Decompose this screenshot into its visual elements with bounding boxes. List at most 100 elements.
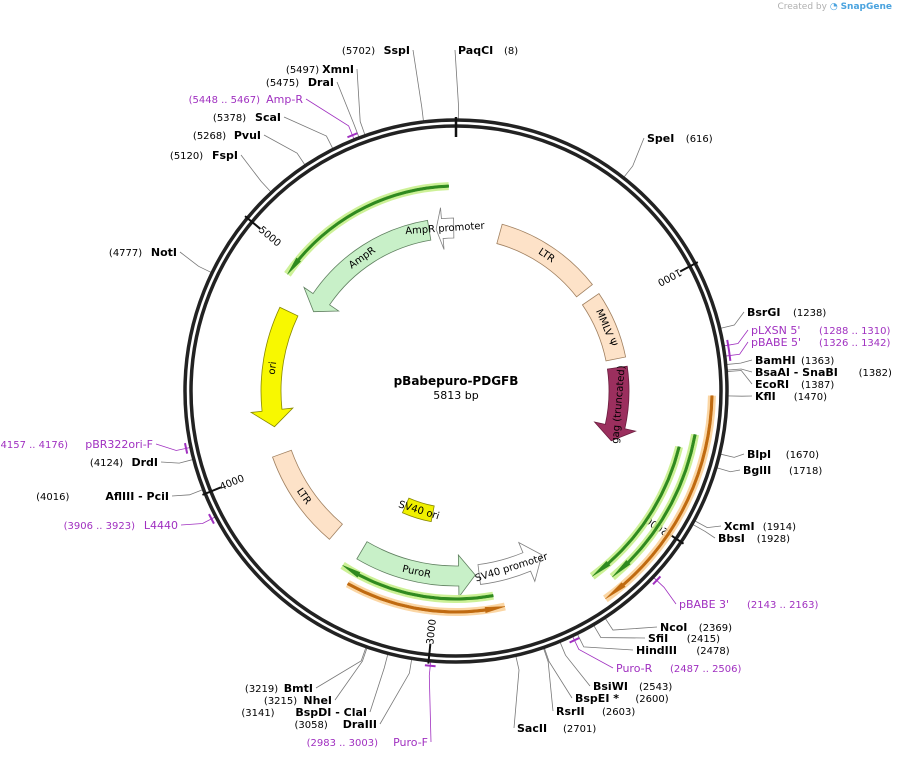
enzyme-pvui-position: (5268) <box>193 131 226 142</box>
primer-l4440[interactable]: L4440(3906 .. 3923) <box>64 519 178 532</box>
primer-puro-f-name: Puro-F <box>393 736 428 749</box>
leader-enzyme-bsiwi <box>559 640 591 687</box>
enzyme-noti-name: NotI <box>151 246 177 259</box>
leader-enzyme-sfii <box>592 623 646 639</box>
primer-pbabe-3[interactable]: pBABE 3'(2143 .. 2163) <box>679 598 819 611</box>
leader-enzyme-bmti <box>315 645 367 689</box>
feature-puror <box>356 541 476 599</box>
enzyme-sfii[interactable]: SfiI(2415) <box>648 632 720 645</box>
enzyme-drdi-position: (4124) <box>90 458 123 469</box>
enzyme-fspi-name: FspI <box>212 149 238 162</box>
enzyme-xmni-name: XmnI <box>322 63 354 76</box>
enzyme-kfli-position: (1470) <box>794 392 827 403</box>
enzyme-nhei-name: NheI <box>303 694 332 707</box>
enzyme-bsiwi[interactable]: BsiWI(2543) <box>593 680 672 693</box>
primer-plxsn-5-range: (1288 .. 1310) <box>819 326 891 337</box>
enzyme-bsrgi[interactable]: BsrGI(1238) <box>747 306 826 319</box>
tick-label-5000: 5000 <box>256 225 283 250</box>
orf-arrow-1 <box>612 434 697 578</box>
enzyme-bspdi-clai[interactable]: BspDI - ClaI(3141) <box>241 706 367 719</box>
primer-plxsn-5[interactable]: pLXSN 5'(1288 .. 1310) <box>751 324 891 337</box>
primer-amp-r[interactable]: Amp-R (5448 .. 5467) <box>189 93 304 106</box>
enzyme-drai-position: (5475) <box>266 78 299 89</box>
enzyme-paqci[interactable]: PaqCI(8) <box>458 44 518 57</box>
enzyme-xmni[interactable]: XmnI(5497) <box>286 63 354 76</box>
enzyme-hindiii[interactable]: HindIII (2478) <box>636 644 730 657</box>
orf-glow-1 <box>609 433 699 581</box>
enzyme-kfli[interactable]: KflI(1470) <box>755 390 827 403</box>
leader-enzyme-nhei <box>334 645 369 701</box>
enzyme-ncoi[interactable]: NcoI(2369) <box>660 621 732 634</box>
orf-arrow-0 <box>592 446 681 577</box>
enzyme-bsiwi-name: BsiWI <box>593 680 628 693</box>
leader-primer-puro-r <box>571 634 614 669</box>
enzyme-sspi-name: SspI <box>384 44 410 57</box>
leader-enzyme-fspi <box>240 154 273 194</box>
enzyme-bspei[interactable]: BspEI *(2600) <box>575 692 669 705</box>
leader-enzyme-bspdi-clai <box>369 652 389 713</box>
snapgene-logo-icon: ◔ <box>829 2 838 12</box>
enzyme-drai[interactable]: DraI(5475) <box>266 76 334 89</box>
enzyme-bamhi-position: (1363) <box>801 356 834 367</box>
enzyme-ncoi-name: NcoI <box>660 621 687 634</box>
primer-l4440-range: (3906 .. 3923) <box>64 521 136 532</box>
enzyme-fspi[interactable]: FspI(5120) <box>170 149 238 162</box>
leader-enzyme-bamhi <box>724 359 753 366</box>
enzyme-blpi-name: BlpI <box>747 448 771 461</box>
enzyme-sacii[interactable]: SacII(2701) <box>517 722 596 735</box>
enzyme-bbsi-name: BbsI <box>718 532 745 545</box>
feature-sv40-ori <box>401 497 435 523</box>
enzyme-noti-position: (4777) <box>109 248 142 259</box>
leader-enzyme-paqci <box>454 49 459 122</box>
enzyme-draiii[interactable]: DraIII(3058) <box>295 718 377 731</box>
primer-puro-r[interactable]: Puro-R(2487 .. 2506) <box>616 662 742 675</box>
enzyme-xcmi-name: XcmI <box>724 520 755 533</box>
enzyme-blpi[interactable]: BlpI(1670) <box>747 448 819 461</box>
enzyme-bamhi-name: BamHI <box>755 354 796 367</box>
leader-primer-pbabe-3 <box>652 576 677 605</box>
enzyme-bglii[interactable]: BglII(1718) <box>743 464 822 477</box>
leader-enzyme-sspi <box>412 49 425 123</box>
primer-puro-f[interactable]: Puro-F(2983 .. 3003) <box>307 736 428 749</box>
enzyme-spei[interactable]: SpeI(616) <box>647 132 713 145</box>
enzyme-pvui[interactable]: PvuI (5268) <box>193 129 261 142</box>
leader-enzyme-afliii-pcii <box>171 488 205 497</box>
enzyme-ecori[interactable]: EcoRI(1387) <box>755 378 834 391</box>
enzyme-noti[interactable]: NotI (4777) <box>109 246 177 259</box>
enzyme-ecori-position: (1387) <box>801 380 834 391</box>
enzyme-rsrii[interactable]: RsrII(2603) <box>556 705 635 718</box>
enzyme-bamhi[interactable]: BamHI (1363) <box>755 354 834 367</box>
primer-pbabe-5-name: pBABE 5' <box>751 336 801 349</box>
primer-pbabe-3-name: pBABE 3' <box>679 598 729 611</box>
enzyme-bmti[interactable]: BmtI(3219) <box>245 682 313 695</box>
leader-primer-amp-r <box>305 98 356 141</box>
leader-enzyme-pvui <box>263 134 307 167</box>
enzyme-bsaai-snabi[interactable]: BsaAI - SnaBI(1382) <box>755 366 892 379</box>
enzyme-afliii-pcii[interactable]: AflIII - PciI(4016) <box>36 490 169 503</box>
leader-primer-pbr322ori-f <box>155 443 192 451</box>
enzyme-nhei[interactable]: NheI (3215) <box>264 694 332 707</box>
primer-amp-r-name: Amp-R <box>266 93 303 106</box>
enzyme-pvui-name: PvuI <box>234 129 261 142</box>
leader-enzyme-xcmi <box>693 519 722 529</box>
feature-label-ampr-promoter: AmpR promoter <box>405 221 486 237</box>
feature-label-ori: ori <box>267 361 280 375</box>
enzyme-sspi[interactable]: SspI(5702) <box>342 44 410 57</box>
enzyme-bbsi[interactable]: BbsI(1928) <box>718 532 790 545</box>
enzyme-drdi[interactable]: DrdI(4124) <box>90 456 158 469</box>
leader-enzyme-ecori <box>725 370 753 385</box>
enzyme-scai[interactable]: ScaI(5378) <box>213 111 281 124</box>
primer-pbr322ori-f[interactable]: pBR322ori-F(4157 .. 4176) <box>0 438 153 451</box>
label-leaders <box>155 49 753 743</box>
tick-label-3000: 3000 <box>425 619 439 645</box>
enzyme-xcmi[interactable]: XcmI(1914) <box>724 520 796 533</box>
leader-enzyme-spei <box>622 137 645 179</box>
primer-puro-r-name: Puro-R <box>616 662 653 675</box>
enzyme-nhei-position: (3215) <box>264 696 297 707</box>
primer-amp-r-range: (5448 .. 5467) <box>189 95 261 106</box>
primer-pbabe-5[interactable]: pBABE 5'(1326 .. 1342) <box>751 336 891 349</box>
enzyme-hindiii-position: (2478) <box>696 646 729 657</box>
site-labels: SspI(5702) PaqCI(8) XmnI(5497)DraI(5475) Sc… <box>0 44 892 749</box>
enzyme-hindiii-name: HindIII <box>636 644 677 657</box>
